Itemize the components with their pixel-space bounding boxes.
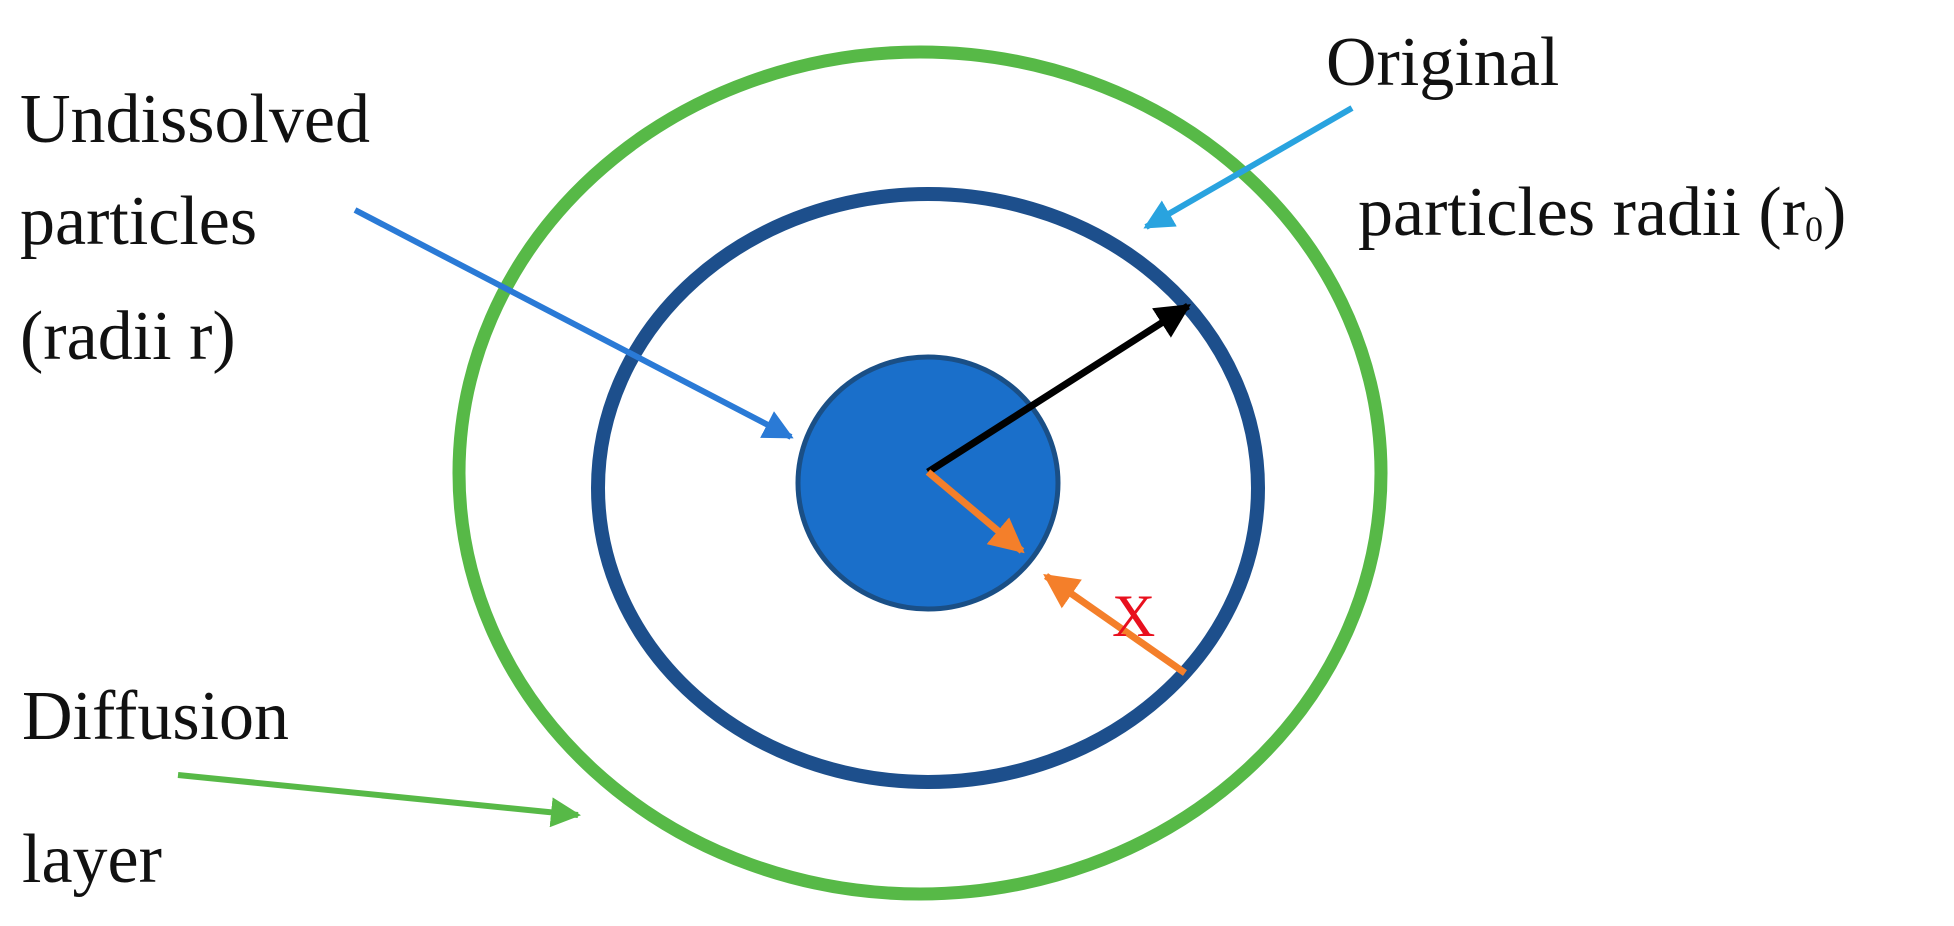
diffusion-label-line2: layer bbox=[22, 821, 162, 898]
original-label-subscript: 0 bbox=[1805, 209, 1824, 249]
diffusion-label-line1: Diffusion bbox=[22, 678, 290, 755]
undissolved-label-line1: Undissolved bbox=[20, 81, 370, 158]
original-label-closing: ) bbox=[1823, 174, 1847, 251]
original-label-line2: particles radii (r0) bbox=[1358, 178, 1846, 248]
original-label-line1: Original bbox=[1326, 24, 1560, 101]
x-arrow bbox=[1043, 573, 1188, 676]
diffusion-layer-ring bbox=[452, 45, 1388, 901]
x-label: X bbox=[1112, 583, 1156, 649]
radius-r0-arrow bbox=[926, 303, 1191, 475]
undissolved-particle-outline bbox=[795, 354, 1061, 612]
undissolved-label-line3: (radii r) bbox=[20, 298, 236, 375]
original-pointer-arrow bbox=[1143, 105, 1354, 230]
original-label-text: particles radii (r bbox=[1358, 174, 1806, 251]
radius-r-arrow bbox=[925, 469, 1025, 554]
undissolved-label-line2: particles bbox=[20, 183, 258, 260]
original-particle-ring bbox=[591, 187, 1265, 789]
diffusion-pointer-arrow bbox=[177, 772, 581, 828]
undissolved-pointer-arrow bbox=[353, 207, 794, 440]
